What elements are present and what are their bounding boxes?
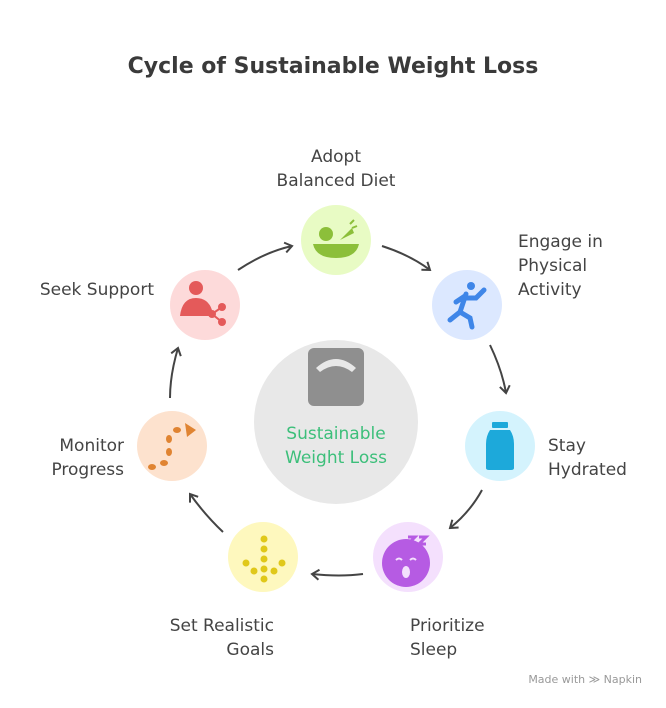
water-bottle-icon [486, 422, 514, 470]
arrow-diet-to-activity [381, 245, 432, 272]
label-support: Seek Support [39, 280, 154, 300]
arrow-goals-to-monitor [188, 492, 224, 533]
scale-icon [308, 348, 364, 406]
user-share-icon [180, 281, 226, 326]
dotted-path-icon [148, 423, 196, 470]
dotted-arrow-down-icon [242, 535, 286, 583]
napkin-footer: Made with ≫ Napkin [528, 673, 642, 686]
step-circle-activity [432, 270, 502, 340]
running-person-icon [447, 282, 487, 330]
center-circle [254, 340, 418, 504]
sleeping-face-icon [382, 535, 430, 587]
salad-bowl-icon [313, 219, 359, 258]
arrow-monitor-to-support [169, 346, 182, 399]
cycle-arrows [169, 241, 511, 581]
step-circle-diet [301, 205, 371, 275]
arrow-sleep-to-goals [310, 568, 364, 581]
arrow-activity-to-hydrated [489, 344, 511, 395]
step-circle-monitor [137, 411, 207, 481]
arrow-hydrated-to-sleep [448, 489, 483, 530]
arrow-support-to-diet [237, 241, 294, 271]
diagram-title: Cycle of Sustainable Weight Loss [127, 54, 539, 79]
